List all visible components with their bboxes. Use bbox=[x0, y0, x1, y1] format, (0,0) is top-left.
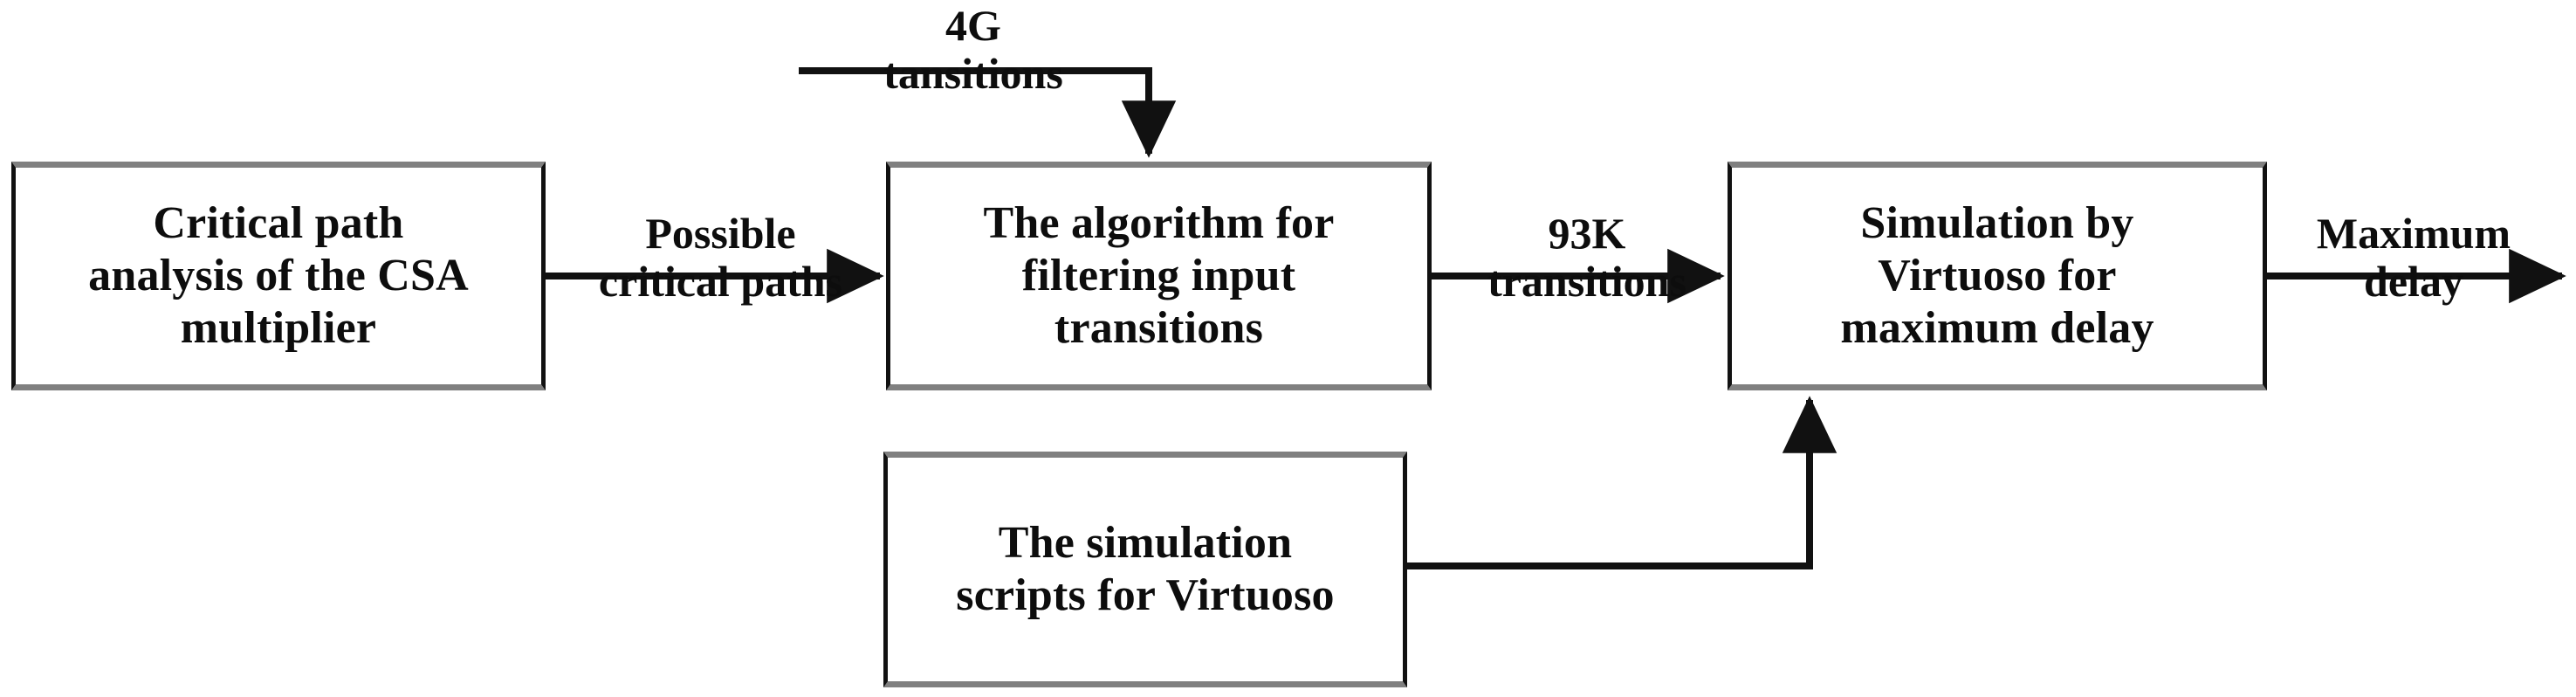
node-simulation-scripts[interactable]: The simulation scripts for Virtuoso bbox=[883, 452, 1407, 687]
connector-4g-transitions bbox=[799, 67, 1177, 158]
node-label-simulation-scripts: The simulation scripts for Virtuoso bbox=[956, 517, 1335, 620]
node-critical-path-analysis[interactable]: Critical path analysis of the CSA multip… bbox=[11, 162, 546, 390]
edge-label-93k-transitions: 93K transitions bbox=[1487, 209, 1686, 306]
edge-label-possible-critical-paths: Possible critical paths bbox=[598, 209, 843, 306]
node-label-virtuoso-simulation: Simulation by Virtuoso for maximum delay bbox=[1840, 197, 2154, 354]
connector-scripts-to-simulation bbox=[1405, 396, 1838, 569]
node-virtuoso-simulation[interactable]: Simulation by Virtuoso for maximum delay bbox=[1728, 162, 2267, 390]
edge-label-maximum-delay: Maximum delay bbox=[2316, 209, 2511, 306]
node-label-critical-path-analysis: Critical path analysis of the CSA multip… bbox=[88, 197, 469, 354]
node-filtering-algorithm[interactable]: The algorithm for filtering input transi… bbox=[886, 162, 1432, 390]
edge-label-4g-transitions: 4G tansitions bbox=[883, 1, 1063, 98]
node-label-filtering-algorithm: The algorithm for filtering input transi… bbox=[983, 197, 1335, 354]
